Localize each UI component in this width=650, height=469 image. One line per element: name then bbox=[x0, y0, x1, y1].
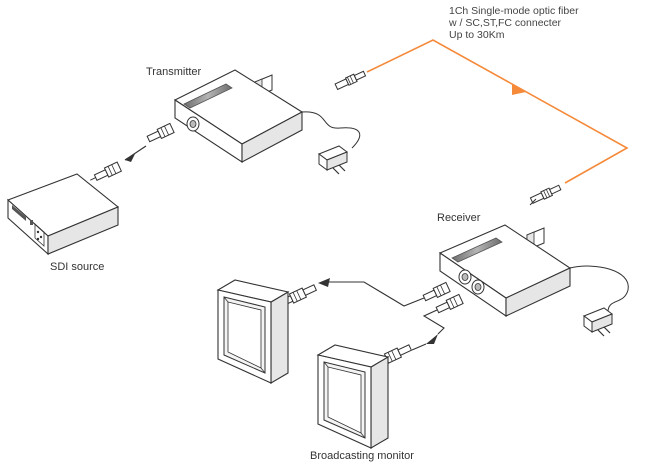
receiver-label: Receiver bbox=[437, 212, 481, 224]
power-adapter-tx bbox=[301, 111, 361, 175]
fiber-cable bbox=[366, 39, 629, 184]
fiber-connector-rx bbox=[529, 184, 562, 204]
power-adapter-rx bbox=[569, 265, 629, 337]
bnc-cable-tx bbox=[90, 122, 175, 181]
bnc-connector-icon bbox=[90, 161, 123, 181]
fiber-note-line-2: w / SC,ST,FC connecter bbox=[449, 17, 562, 29]
sdi-source-device bbox=[6, 173, 120, 256]
fiber-note: 1Ch Single-mode optic fiber w / SC,ST,FC… bbox=[449, 5, 579, 41]
transmitter-device bbox=[173, 69, 304, 164]
fiber-arrow-icon bbox=[512, 84, 526, 95]
broadcasting-monitor-lower bbox=[316, 344, 390, 449]
receiver-device bbox=[438, 224, 572, 318]
fiber-note-line-3: Up to 30Km bbox=[449, 29, 505, 41]
sdi-source-label: SDI source bbox=[50, 261, 105, 273]
broadcasting-monitor-upper bbox=[216, 279, 290, 384]
broadcasting-monitor-label: Broadcasting monitor bbox=[310, 450, 414, 462]
fiber-connector-tx bbox=[334, 70, 367, 91]
fiber-note-line-1: 1Ch Single-mode optic fiber bbox=[449, 5, 579, 17]
transmitter-label: Transmitter bbox=[146, 66, 202, 78]
